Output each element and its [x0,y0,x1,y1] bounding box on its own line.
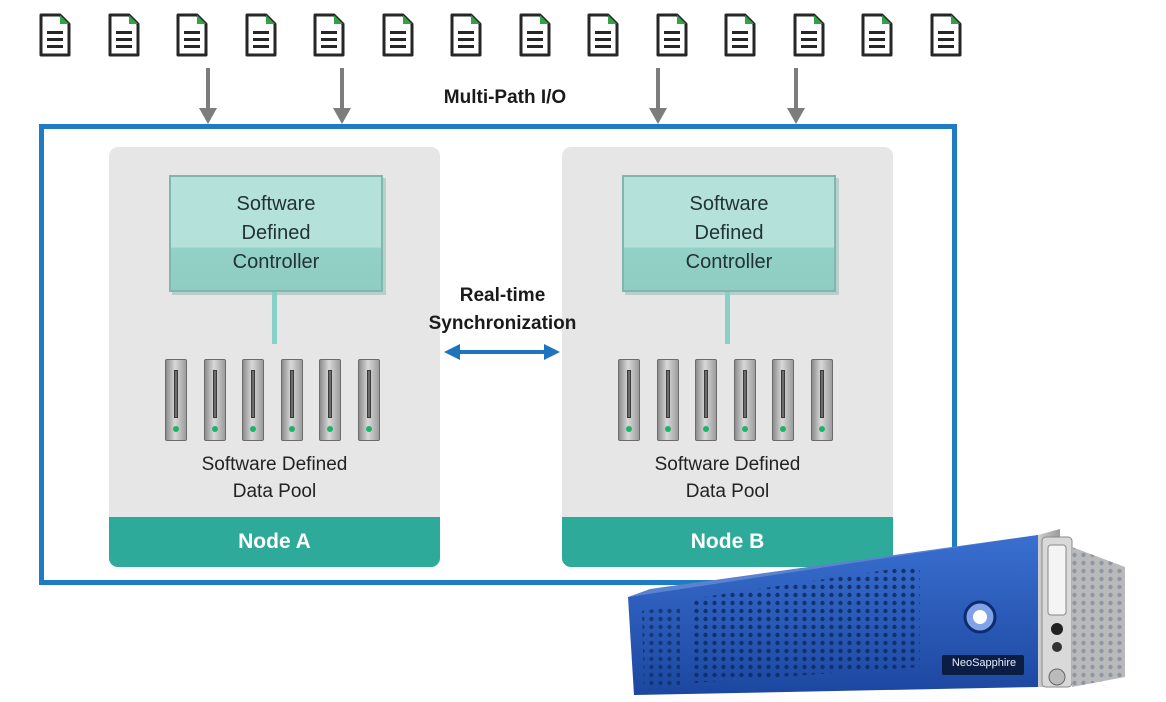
disk-drive-icon [695,359,718,441]
arrow-down-icon [199,68,217,124]
sync-label: Real-time Synchronization [400,282,605,338]
data-pool-label: Software Defined Data Pool [562,451,893,505]
disk-drive-icon [319,359,342,441]
document-icon [176,13,208,57]
controller-label-line2: Defined [694,222,764,244]
disk-slot [820,370,824,418]
status-led [626,426,632,432]
controller-label-line3: Controller [685,251,773,273]
disk-drive-icon [165,359,187,441]
disk-slot [367,370,371,418]
document-icon [108,13,139,57]
sync-label-line2: Synchronization [428,313,577,334]
document-icon [519,13,550,57]
software-defined-controller: Software Defined Controller [622,175,836,292]
document-icon [793,13,824,57]
disk-slot [328,370,333,418]
disk-slot [627,370,631,418]
node-a-panel: Software Defined Controller Software Def… [109,147,440,567]
disk-drive-icon [733,359,756,441]
document-icon [382,13,413,57]
document-icon [450,13,482,57]
disk-drive-icon [203,359,226,441]
node-b-label: Node B [562,517,893,567]
status-led [703,426,710,432]
status-led [327,426,334,432]
status-led [780,426,787,432]
data-pool-label-line1: Software Defined [201,454,348,475]
cluster-frame [39,124,957,585]
arrow-down-icon [649,68,667,124]
document-icon [39,13,71,57]
disk-slot [212,370,217,418]
data-pool-label-line1: Software Defined [654,454,801,475]
disk-slot [665,370,670,418]
arrow-down-icon [333,68,351,124]
controller-label-line2: Defined [241,222,311,244]
status-led [366,426,372,432]
disk-drive-icon [358,359,380,441]
data-pool-label-line2: Data Pool [685,481,770,502]
disk-drive-icon [618,359,640,441]
document-icon [656,13,687,57]
document-icon [245,13,276,57]
disk-slot [742,370,747,418]
disk-drive-icon [811,359,833,441]
status-led [741,426,748,432]
disk-drive-icon [656,359,679,441]
document-icon [861,13,893,57]
data-pool-label: Software Defined Data Pool [109,451,440,505]
disk-drive-icon [280,359,303,441]
document-icon [724,13,756,57]
status-led [211,426,218,432]
software-defined-controller: Software Defined Controller [169,175,383,292]
disk-slot [704,370,709,418]
document-icon [587,13,619,57]
arrow-down-icon [787,68,805,124]
node-a-label: Node A [109,517,440,567]
status-led [288,426,295,432]
controller-label-line1: Software [236,193,316,215]
controller-label-line1: Software [689,193,769,215]
bidirectional-arrow-icon [444,344,560,360]
status-led [664,426,671,432]
status-led [250,426,257,432]
disk-slot [251,370,256,418]
disk-slot [781,370,786,418]
disk-drive-icon [242,359,265,441]
status-led [819,426,825,432]
sync-label-line1: Real-time [459,285,546,306]
data-pool-label-line2: Data Pool [232,481,317,502]
multipath-io-label: Multi-Path I/O [443,87,567,108]
server-chassis-icon [628,529,1125,695]
controller-label-line3: Controller [232,251,320,273]
disk-slot [174,370,178,418]
document-icon [930,13,961,57]
documents-row [0,0,1166,80]
server-brand-label: NeoSapphire [951,657,1017,669]
status-led [173,426,179,432]
controller-connector [272,292,277,344]
disk-slot [289,370,294,418]
controller-connector [725,292,730,344]
document-icon [313,13,345,57]
node-b-panel: Software Defined Controller Software Def… [562,147,893,567]
disk-drive-icon [772,359,795,441]
